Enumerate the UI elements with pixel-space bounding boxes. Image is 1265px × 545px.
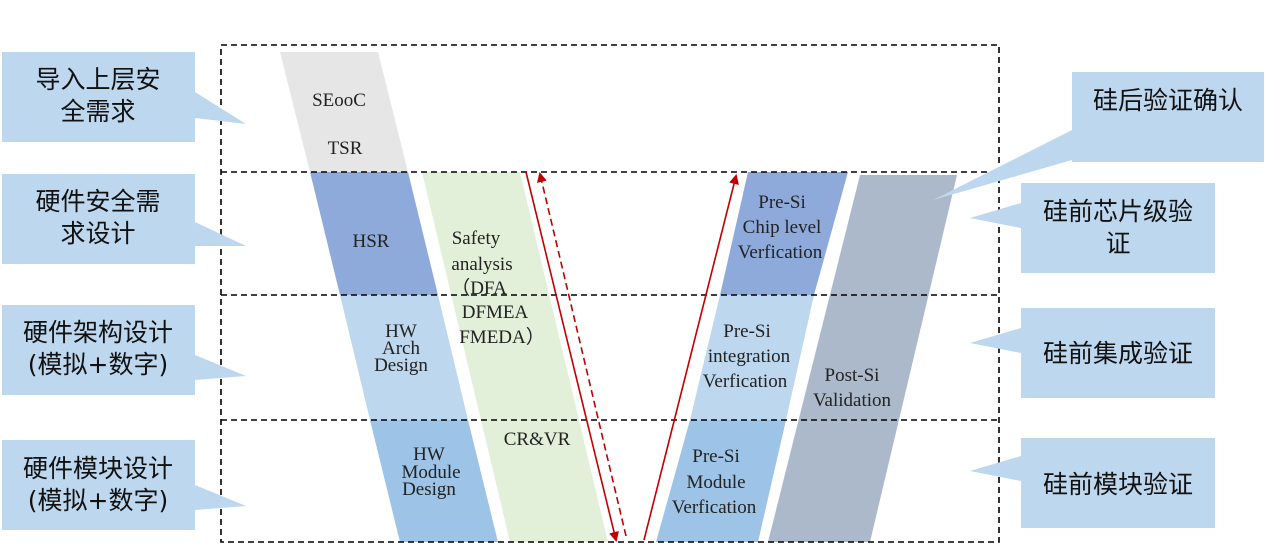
hw-module-line-2: Module (401, 462, 460, 483)
safety-line-2: analysis (451, 254, 512, 275)
right-callout-3-line-1: 硅前集成验证 (1043, 339, 1193, 368)
hw-arch-line-2: Arch (382, 338, 420, 359)
hsr-band (310, 172, 438, 295)
presi-chip-line-1: Pre-Si (758, 192, 806, 213)
presi-integration-line-1: Pre-Si (723, 321, 771, 342)
safety-analysis-band (422, 172, 608, 542)
seooc-band (280, 52, 408, 172)
right-callout-1: 硅后验证确认 (933, 72, 1264, 200)
right-callout-2: 硅前芯片级验 证 (970, 183, 1215, 273)
hw-module-line-1: HW (413, 444, 445, 465)
presi-chip-line-2: Chip level (743, 217, 822, 238)
left-callout-4-line-2: (模拟+数字) (28, 486, 168, 515)
right-callout-3: 硅前集成验证 (970, 308, 1215, 398)
left-callout-2: 硬件安全需 求设计 (2, 174, 246, 264)
outer-dashed-frame (220, 44, 1000, 543)
right-callout-4: 硅前模块验证 (970, 438, 1215, 528)
left-callout-1: 导入上层安 全需求 (2, 52, 246, 142)
left-callout-4-line-1: 硬件模块设计 (23, 454, 173, 483)
down-arrow-solid (525, 171, 619, 542)
left-callout-1-line-1: 导入上层安 (35, 65, 160, 94)
hw-arch-line-3: Design (374, 355, 428, 376)
presi-chip-band (720, 172, 848, 295)
right-callout-4-line-1: 硅前模块验证 (1043, 470, 1193, 499)
postsi-line-1: Post-Si (825, 365, 880, 386)
presi-module-line-3: Verfication (672, 497, 757, 518)
left-callout-3: 硬件架构设计 (模拟+数字) (2, 305, 246, 395)
tsr-label: TSR (328, 138, 363, 159)
right-callout-1-line-1: 硅后验证确认 (1093, 86, 1243, 115)
up-arrow-dashed (536, 172, 627, 537)
presi-module-line-1: Pre-Si (692, 446, 740, 467)
safety-line-5: FMEDA） (459, 326, 545, 348)
hw-arch-band (340, 295, 468, 420)
seooc-label: SEooC (312, 90, 366, 111)
presi-integration-line-3: Verfication (703, 371, 788, 392)
left-callout-4: 硬件模块设计 (模拟+数字) (2, 440, 246, 530)
presi-integration-band (690, 295, 814, 420)
safety-line-3: （DFA (451, 277, 507, 299)
right-callout-2-line-1: 硅前芯片级验 (1043, 197, 1193, 226)
left-callout-3-line-2: (模拟+数字) (28, 350, 168, 379)
postsi-line-2: Validation (813, 390, 892, 411)
hsr-label: HSR (353, 231, 390, 252)
left-callout-2-line-1: 硬件安全需 (35, 187, 160, 216)
safety-line-4: DFMEA (462, 302, 529, 323)
right-callout-2-line-2: 证 (1105, 229, 1130, 258)
crvr-label: CR&VR (504, 429, 571, 450)
hw-module-band (370, 420, 498, 542)
hw-module-line-3: Design (402, 479, 456, 500)
postsi-band (768, 175, 957, 542)
up-arrow-solid (643, 174, 739, 541)
safety-line-1: Safety (452, 228, 501, 249)
presi-chip-line-3: Verfication (738, 242, 823, 263)
left-callout-1-line-2: 全需求 (60, 97, 135, 126)
presi-module-band (656, 420, 786, 542)
hw-arch-line-1: HW (385, 321, 417, 342)
presi-module-line-2: Module (686, 472, 745, 493)
presi-integration-line-2: integration (708, 346, 791, 367)
left-callout-2-line-2: 求设计 (60, 219, 135, 248)
left-callout-3-line-1: 硬件架构设计 (23, 318, 173, 347)
